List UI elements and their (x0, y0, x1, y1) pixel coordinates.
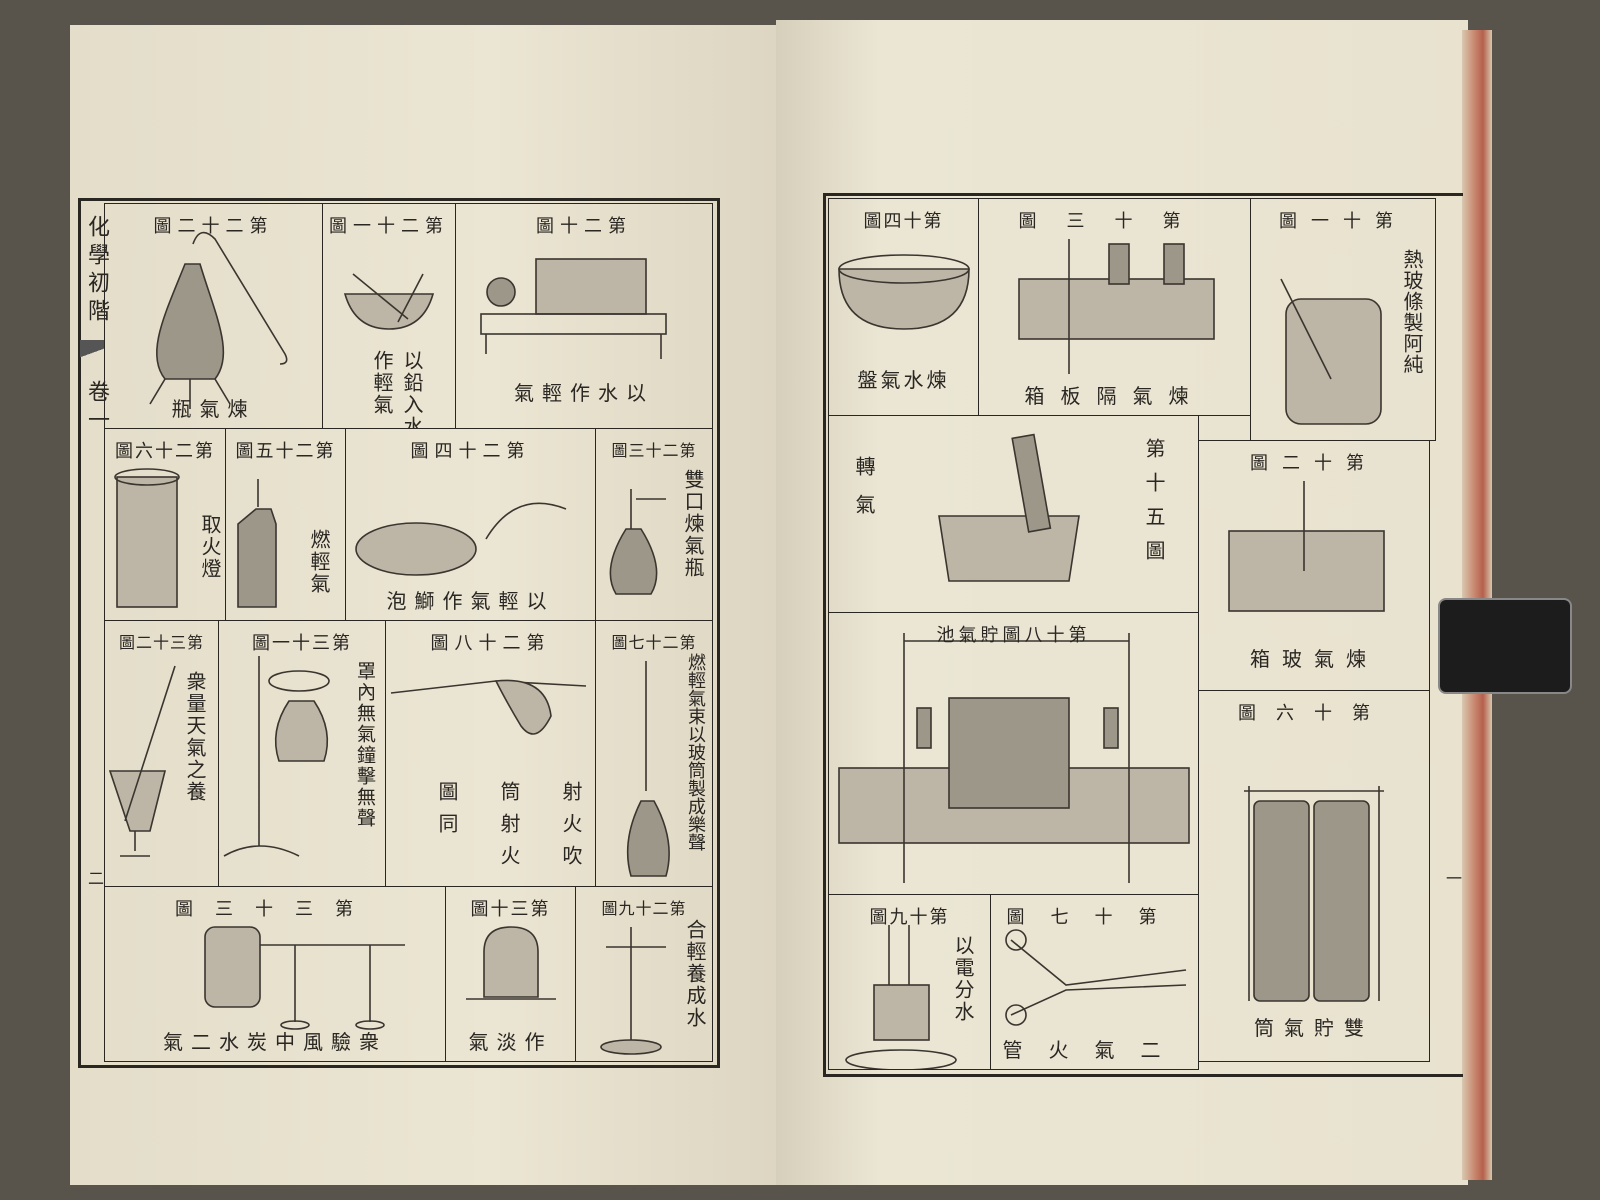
blowpipe-illustration (390, 679, 587, 735)
gas-cylinders-illustration (1244, 786, 1384, 1002)
figure-11: 第十一圖 熱玻條製阿純 (1250, 198, 1436, 441)
figure-33: 第三十三圖 衆驗風中炭水二氣 (104, 886, 446, 1062)
figure-15: 第十五圖 轉氣 (828, 415, 1199, 613)
figure-27: 第二十七圖 燃輕氣束以玻筒製成樂聲 (595, 620, 713, 887)
glass-tube-illustration (108, 665, 176, 857)
furnace-illustration (480, 258, 667, 359)
figure-16: 第十六圖 雙貯氣筒 (1198, 690, 1430, 1062)
bottle-illustration (237, 479, 277, 608)
trough-illustration (838, 254, 970, 330)
bell-jar-illustration (466, 926, 556, 1000)
page-number: 一 (1443, 870, 1462, 892)
divided-trough-illustration (1018, 239, 1215, 374)
figure-28: 第二十八圖 以輕氣射火吹筒射火圖同 (385, 620, 596, 887)
glass-box-illustration (1228, 481, 1385, 612)
figure-13: 第十三圖 煉氣隔板箱 (978, 198, 1251, 416)
figure-18: 第十八圖貯氣池 (828, 612, 1199, 895)
lamp-illustration (114, 468, 180, 608)
figure-30: 第三十圖 作淡氣 (445, 886, 576, 1062)
fishtail-mark (80, 340, 104, 366)
two-neck-bottle-illustration (609, 489, 666, 595)
bell-jar-illustration (223, 656, 330, 857)
figure-31: 第三十一圖 罩內無氣鐘擊無聲 (218, 620, 386, 887)
figure-19: 第十九圖 以電分水 (828, 894, 991, 1070)
figure-17: 第十七圖 二氣火管 (990, 894, 1199, 1070)
page-number: 二 (85, 870, 104, 892)
left-figure-frame (78, 198, 720, 1068)
left-page (70, 25, 776, 1185)
figure-23: 第二十三圖 雙口煉氣瓶 (595, 428, 713, 621)
bowl-illustration (343, 273, 435, 330)
singing-flame-illustration (626, 661, 670, 877)
binder-clip (1438, 598, 1572, 694)
figure-24: 第二十四圖 以輕氣作鰤泡 (345, 428, 596, 621)
eudiometer-illustration (600, 927, 666, 1055)
barrel-tubes-illustration (204, 926, 405, 1030)
right-figure-frame (823, 193, 1463, 1077)
gasholder-illustration (838, 633, 1190, 883)
figure-25: 第二十五圖 燃輕氣 (225, 428, 346, 621)
figure-29: 第二十九圖 合輕養成水 (575, 886, 713, 1062)
electrolysis-illustration (845, 925, 957, 1069)
figure-32: 第三十二圖 衆量天氣之養 (104, 620, 219, 887)
bubbles-illustration (355, 502, 567, 576)
flask-illustration (149, 231, 288, 409)
jar-illustration (1280, 278, 1382, 425)
figure-12: 第十二圖 煉氣玻箱 (1198, 440, 1430, 691)
figure-22: 第二十二圖 煉氣瓶 (104, 203, 323, 429)
figure-26: 第二十六圖 取火燈 (104, 428, 226, 621)
gas-pipe-illustration (1005, 929, 1187, 1026)
figure-14: 第十四圖 煉水氣盤 (828, 198, 979, 416)
figure-21: 第二十一圖 以鉛入水作輕氣 (322, 203, 456, 429)
tub-illustration (938, 433, 1080, 582)
figure-20: 第二十圖 以水作輕氣 (455, 203, 713, 429)
